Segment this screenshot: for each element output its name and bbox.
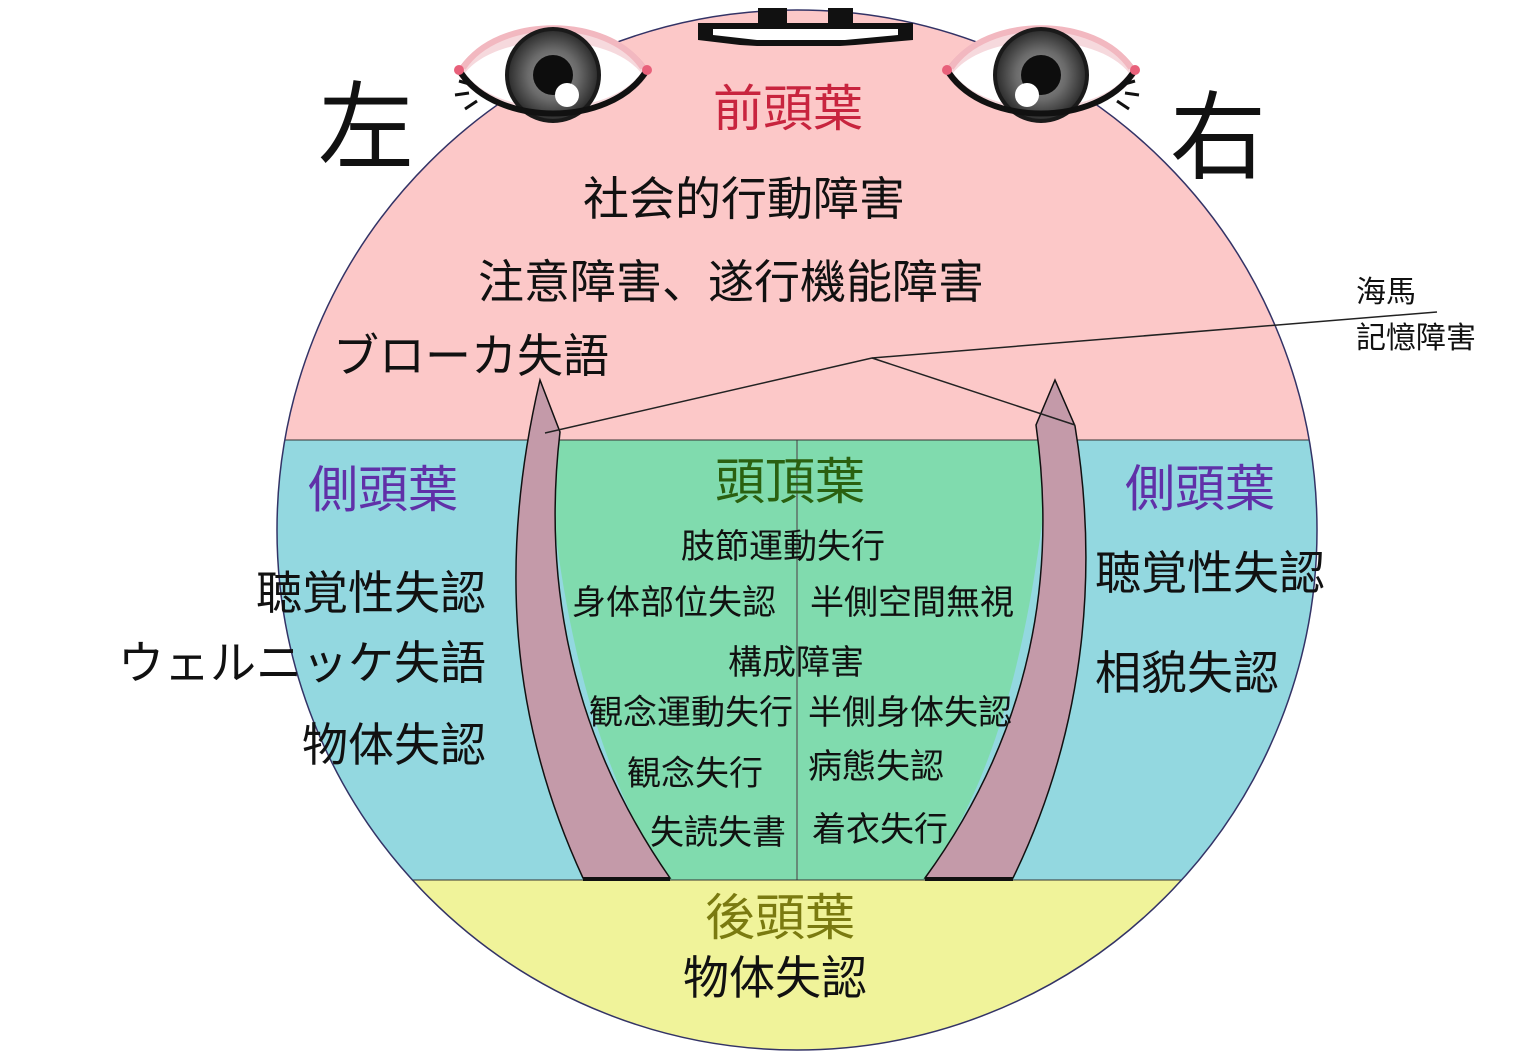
parietal-left-item: 失読失書 <box>650 813 786 853</box>
right-temporal-lobe-title: 側頭葉 <box>1125 460 1275 518</box>
parietal-left-item: 観念失行 <box>627 754 763 794</box>
frontal-item: 社会的行動障害 <box>583 172 905 226</box>
right-temporal-item: 聴覚性失認 <box>1095 546 1325 600</box>
nose-icon <box>698 8 913 46</box>
parietal-left-item: 身体部位失認 <box>572 583 776 623</box>
right-side-label: 右 <box>1170 82 1266 194</box>
parietal-center-item: 構成障害 <box>728 643 864 683</box>
hippocampus-leader-branch <box>871 357 1076 426</box>
parietal-left-item: 観念運動失行 <box>589 693 793 733</box>
frontal-item: ブローカ失語 <box>333 329 609 383</box>
parietal-lobe-title: 頭頂葉 <box>715 453 865 511</box>
eye-icon <box>942 25 1140 123</box>
eye-icon <box>454 25 652 123</box>
parietal-right-item: 病態失認 <box>808 747 944 787</box>
left-temporal-item: ウェルニッケ失語 <box>118 636 486 690</box>
occipital-lobe-title: 後頭葉 <box>705 889 855 947</box>
left-temporal-item: 聴覚性失認 <box>256 566 486 620</box>
parietal-right-item: 半側空間無視 <box>810 583 1014 623</box>
frontal-lobe-title: 前頭葉 <box>713 80 863 138</box>
parietal-right-item: 半側身体失認 <box>808 693 1012 733</box>
occipital-item: 物体失認 <box>683 951 867 1005</box>
parietal-lobe-region <box>546 440 1052 880</box>
head-outline <box>276 9 1318 1051</box>
parietal-center-item: 肢節運動失行 <box>681 527 885 567</box>
right-temporal-item: 相貌失認 <box>1095 646 1279 700</box>
left-side-label: 左 <box>318 72 414 184</box>
hippocampus-label: 海馬 <box>1356 275 1416 310</box>
parietal-right-item: 着衣失行 <box>812 810 948 850</box>
frontal-item: 注意障害、遂行機能障害 <box>478 255 984 309</box>
hippocampus-symptom: 記憶障害 <box>1356 321 1476 356</box>
left-temporal-item: 物体失認 <box>302 718 486 772</box>
left-temporal-lobe-title: 側頭葉 <box>308 461 458 519</box>
